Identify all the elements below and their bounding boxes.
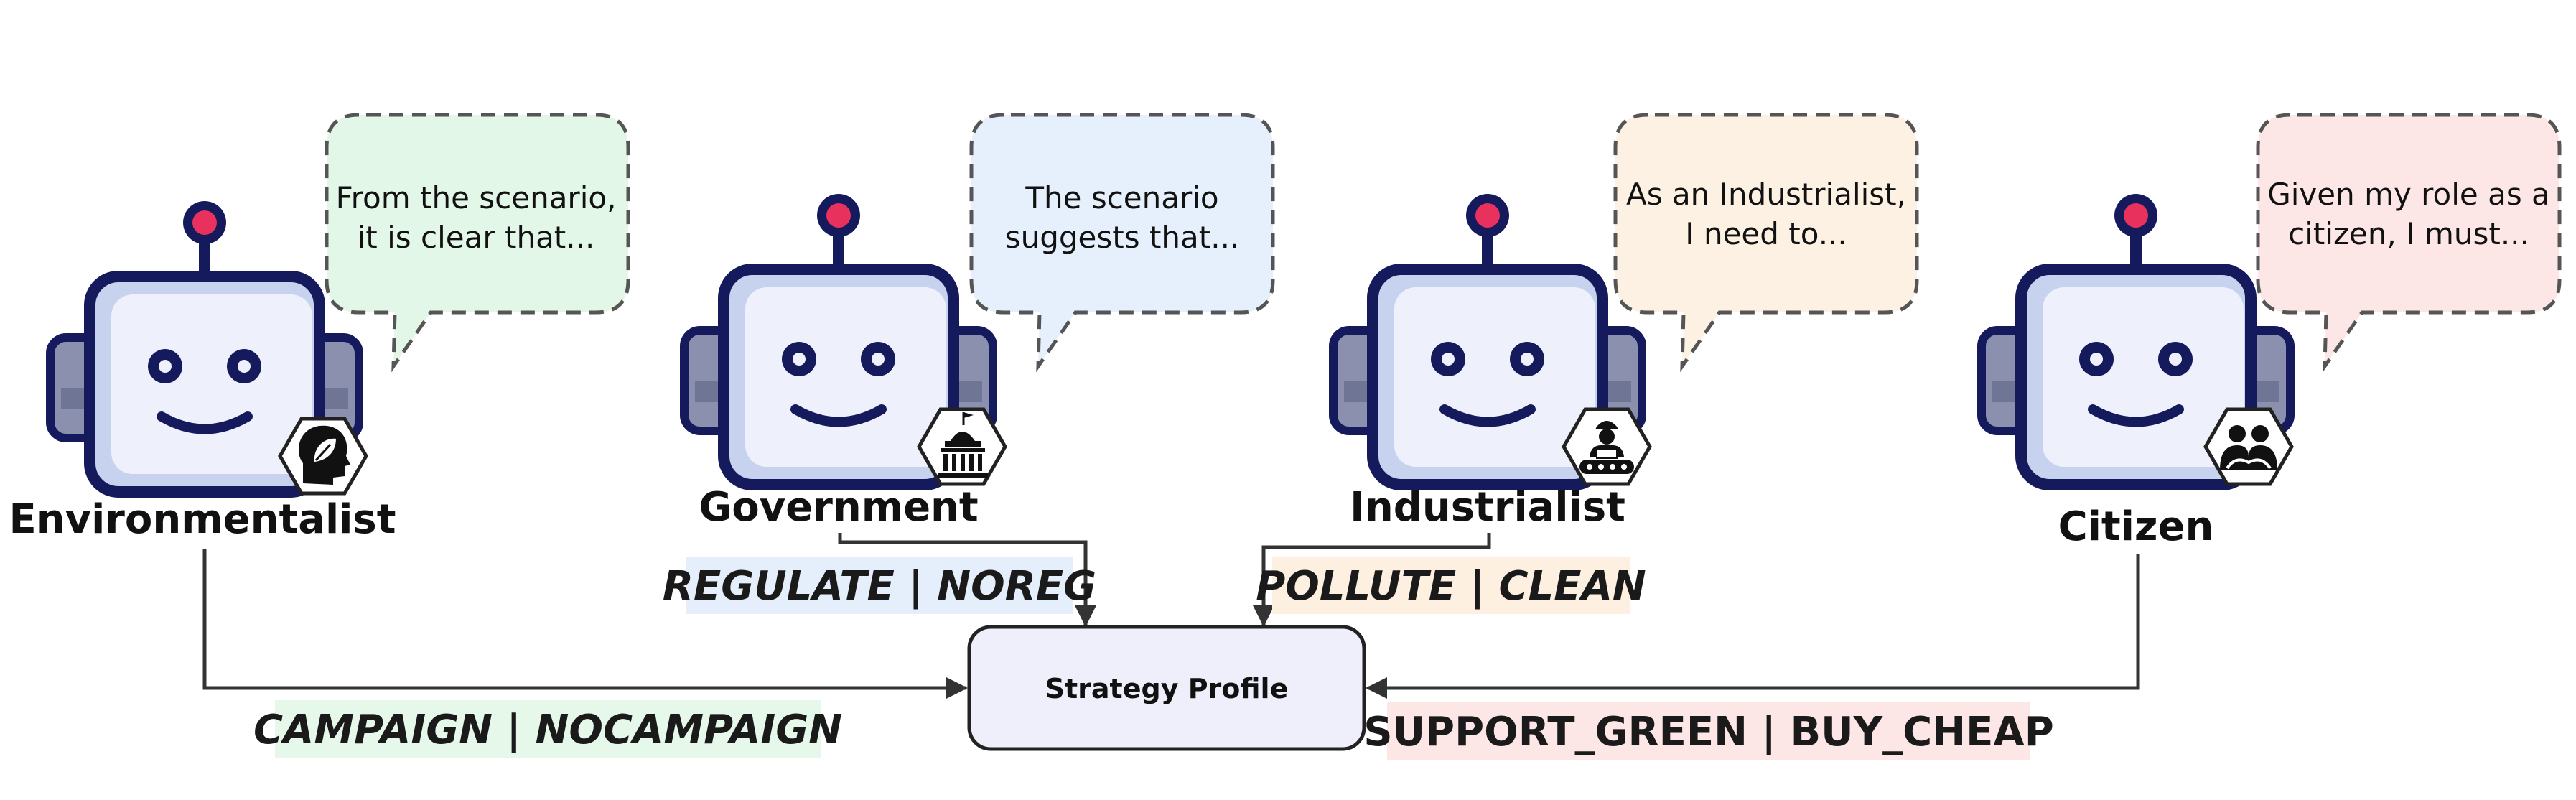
capitol-building-icon [938, 412, 988, 478]
speech-bubble-government: The scenario suggests that... [969, 113, 1275, 373]
actions-environmentalist: CAMPAIGN | NOCAMPAIGN [253, 700, 842, 758]
speech-line-1: From the scenario, [336, 180, 617, 215]
actions-government: REGULATE | NOREG [663, 557, 1096, 614]
speech-line-2: I need to... [1685, 216, 1847, 251]
badge-citizen [2206, 409, 2292, 484]
factory-worker-icon [1579, 421, 1634, 474]
speech-line-1: As an Industrialist, [1626, 177, 1906, 212]
actions-industrialist: POLLUTE | CLEAN [1256, 557, 1646, 614]
arrow-government [838, 533, 1096, 627]
speech-line-1: Given my role as a [2267, 177, 2550, 212]
speech-bubble-environmentalist: From the scenario, it is clear that... [325, 113, 630, 373]
people-icon [2220, 425, 2277, 470]
strategy-profile-label: Strategy Profile [1045, 673, 1289, 704]
arrow-environmentalist [202, 549, 968, 699]
actions-industrialist-text: POLLUTE | CLEAN [1256, 563, 1646, 610]
arrow-citizen [1366, 554, 2140, 699]
connectors [202, 533, 2140, 699]
agent-government: Government The scenario suggests that... [684, 113, 1275, 531]
badge-government [919, 409, 1005, 484]
role-label-industrialist: Industrialist [1350, 484, 1625, 531]
speech-line-1: The scenario [1025, 180, 1218, 215]
agent-environmentalist: Environmentalist From the scenario, it i… [9, 113, 630, 543]
badge-industrialist [1564, 409, 1650, 484]
agent-citizen: Citizen Given my role as a citizen, I mu… [1982, 113, 2562, 550]
role-label-environmentalist: Environmentalist [9, 496, 396, 543]
role-label-government: Government [699, 484, 978, 531]
speech-bubble-citizen: Given my role as a citizen, I must... [2256, 113, 2562, 373]
badge-environmentalist [280, 419, 366, 493]
speech-bubble-industrialist: As an Industrialist, I need to... [1613, 113, 1919, 373]
speech-line-2: citizen, I must... [2288, 216, 2529, 251]
actions-government-text: REGULATE | NOREG [663, 563, 1096, 610]
actions-citizen: SUPPORT_GREEN | BUY_CHEAP [1363, 702, 2054, 760]
speech-line-2: suggests that... [1005, 220, 1240, 255]
actions-environmentalist-text: CAMPAIGN | NOCAMPAIGN [253, 707, 842, 753]
leaf-head-icon [298, 425, 350, 485]
role-label-citizen: Citizen [2058, 503, 2214, 550]
actions-citizen-text: SUPPORT_GREEN | BUY_CHEAP [1363, 709, 2054, 755]
speech-line-2: it is clear that... [358, 220, 595, 255]
agent-industrialist: Industrialist As an Industrialist, I nee… [1333, 113, 1919, 531]
arrow-industrialist [1253, 533, 1491, 627]
strategy-profile-node: Strategy Profile [967, 625, 1366, 751]
